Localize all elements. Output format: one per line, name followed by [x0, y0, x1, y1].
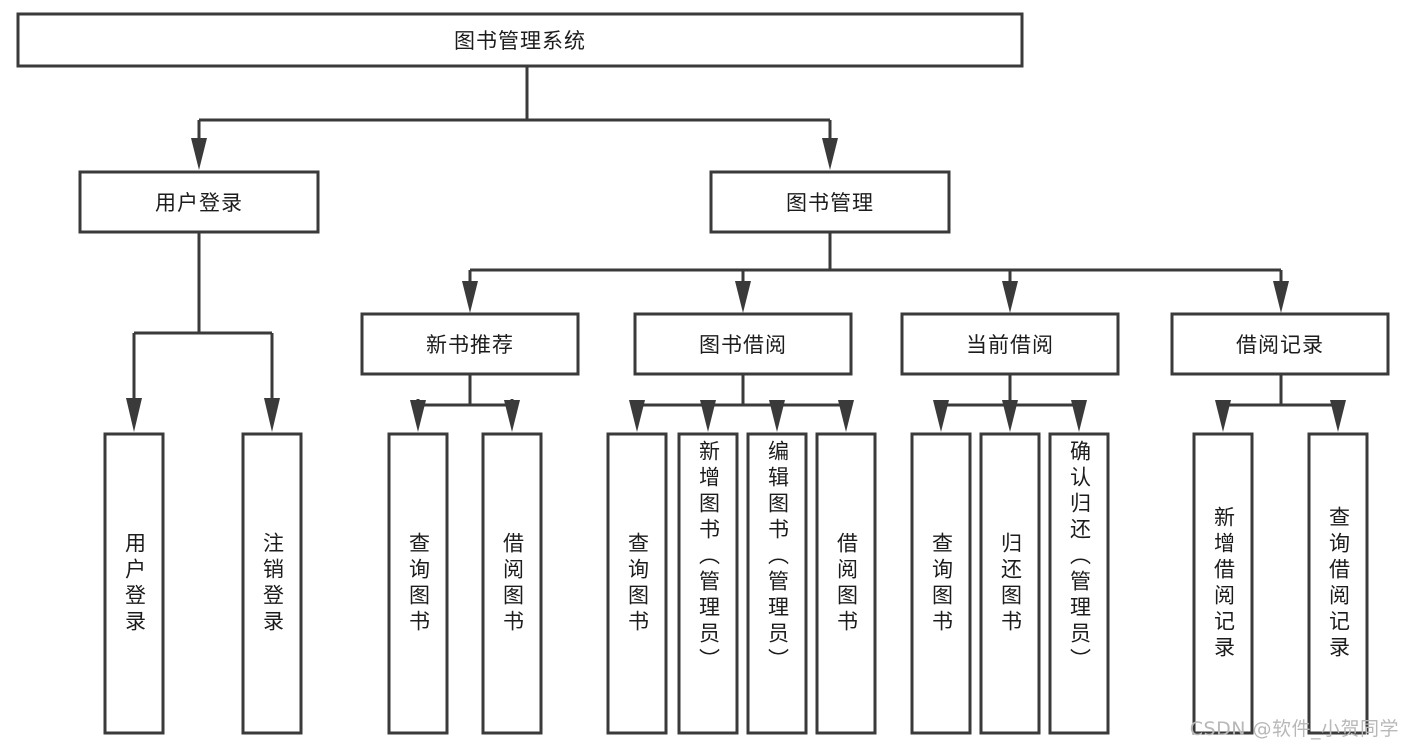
arrow-head-leaf-query-book-1	[410, 400, 426, 432]
watermark-text: CSDN @软件_小贺同学	[1189, 718, 1399, 740]
leaf-box-query-book-1[interactable]	[387, 432, 449, 735]
node-root-box[interactable]	[16, 12, 1024, 68]
node-user-login-box[interactable]	[78, 170, 320, 234]
arrow-head-new-book-recommend	[462, 281, 478, 313]
node-borrow-record-box[interactable]	[1170, 312, 1390, 376]
arrow-head-book-manage	[822, 138, 838, 170]
arrow-head-leaf-return-book	[1002, 400, 1018, 432]
connector-borrow-record-stem	[1223, 374, 1338, 407]
arrow-head-current-borrow	[1002, 281, 1018, 313]
node-new-book-recommend-box[interactable]	[360, 312, 580, 376]
arrow-head-leaf-add-book	[700, 400, 716, 432]
connector-book-manage-stem	[468, 232, 1283, 283]
leaf-box-return-book[interactable]	[979, 432, 1041, 735]
arrow-head-leaf-edit-book	[769, 400, 785, 432]
leaf-box-borrow-book-1[interactable]	[481, 432, 543, 735]
arrow-head-leaf-borrow-book-1	[504, 400, 520, 432]
leaf-box-confirm-return[interactable]	[1048, 432, 1110, 735]
leaf-box-edit-book[interactable]	[746, 432, 808, 735]
arrow-head-leaf-logout	[264, 398, 280, 432]
arrow-head-leaf-user-login	[126, 398, 142, 432]
leaf-box-add-record[interactable]	[1192, 432, 1254, 735]
leaf-box-logout[interactable]	[241, 432, 303, 735]
arrow-head-leaf-query-book-2	[629, 400, 645, 432]
leaf-box-borrow-book-2[interactable]	[815, 432, 877, 735]
node-current-borrow-box[interactable]	[900, 312, 1120, 376]
arrow-head-borrow-record	[1273, 281, 1289, 313]
node-book-borrow-box[interactable]	[633, 312, 853, 376]
arrow-head-leaf-borrow-book-2	[838, 400, 854, 432]
arrow-head-leaf-query-book-3	[933, 400, 949, 432]
leaf-box-query-book-2[interactable]	[606, 432, 668, 735]
leaf-box-add-book[interactable]	[677, 432, 739, 735]
leaf-box-query-book-3[interactable]	[910, 432, 972, 735]
arrow-head-leaf-confirm-return	[1071, 400, 1087, 432]
connector-new-book-recommend-stem	[416, 374, 512, 407]
connector-book-borrow-stem	[637, 374, 846, 407]
leaf-box-user-login[interactable]	[103, 432, 165, 735]
leaf-box-query-record[interactable]	[1307, 432, 1369, 735]
arrow-head-leaf-query-record	[1330, 400, 1346, 432]
connector-user-login-stem	[132, 232, 274, 398]
arrow-head-book-borrow	[735, 281, 751, 313]
node-book-manage-box[interactable]	[709, 170, 951, 234]
arrow-head-leaf-add-record	[1215, 400, 1231, 432]
connector-root-to-bus	[199, 66, 830, 122]
arrow-head-user-login	[191, 138, 207, 170]
